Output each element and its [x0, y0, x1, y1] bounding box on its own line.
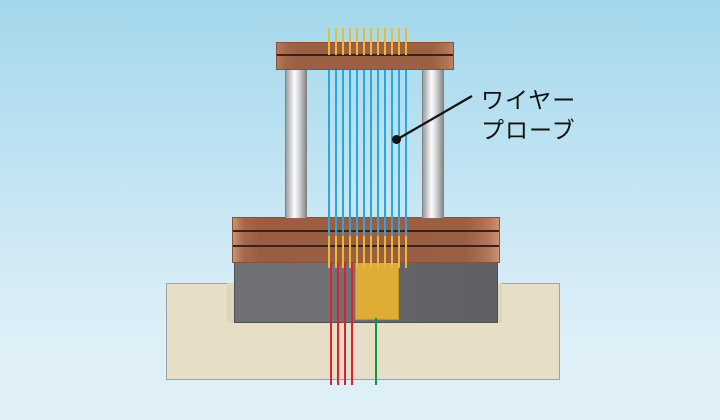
red-wire	[330, 262, 332, 385]
blue-wire	[363, 55, 365, 236]
yellow-wire	[391, 236, 393, 268]
blue-wire	[384, 55, 386, 236]
blue-wire	[391, 55, 393, 236]
top-plate	[276, 42, 454, 70]
red-wire	[337, 262, 339, 385]
yellow-wire	[356, 28, 358, 55]
blue-wire	[328, 55, 330, 236]
annotation-line-2: プローブ	[481, 118, 576, 144]
yellow-wire	[377, 28, 379, 55]
blue-wire	[370, 55, 372, 236]
blue-wire	[398, 55, 400, 236]
yellow-wire	[342, 28, 344, 55]
annotation-wire-probe: ワイヤー プローブ	[481, 86, 576, 146]
yellow-wire	[370, 28, 372, 55]
yellow-wire	[370, 236, 372, 268]
blue-wire	[356, 55, 358, 236]
yellow-wire	[363, 236, 365, 268]
yellow-wire	[356, 236, 358, 268]
yellow-wire	[391, 28, 393, 55]
top-plate-line	[277, 54, 453, 56]
yellow-wire	[384, 28, 386, 55]
yellow-wire	[377, 236, 379, 268]
laminated-block	[232, 217, 500, 263]
yellow-wire	[384, 236, 386, 268]
green-wire	[375, 318, 377, 385]
yellow-wire	[363, 28, 365, 55]
yellow-wire	[335, 28, 337, 55]
blue-wire	[342, 55, 344, 236]
yellow-wire	[398, 28, 400, 55]
yellow-wire	[328, 28, 330, 55]
yellow-wire	[405, 236, 407, 268]
yellow-wire	[328, 236, 330, 268]
laminate-line-1	[233, 230, 499, 232]
annotation-line-1: ワイヤー	[481, 88, 577, 114]
blue-wire	[349, 55, 351, 236]
blue-wire	[335, 55, 337, 236]
yellow-wire	[398, 236, 400, 268]
leader-dot	[392, 135, 401, 144]
red-wire	[344, 262, 346, 385]
yellow-wire	[349, 28, 351, 55]
yellow-wire	[349, 236, 351, 268]
laminate-line-2	[233, 245, 499, 247]
pillar-left	[285, 70, 307, 218]
yellow-wire	[342, 236, 344, 268]
yellow-wire	[335, 236, 337, 268]
blue-wire	[405, 55, 407, 236]
pillar-right	[422, 70, 444, 218]
red-wire	[351, 262, 353, 385]
blue-wire	[377, 55, 379, 236]
yellow-wire	[405, 28, 407, 55]
gold-pad	[355, 262, 399, 320]
